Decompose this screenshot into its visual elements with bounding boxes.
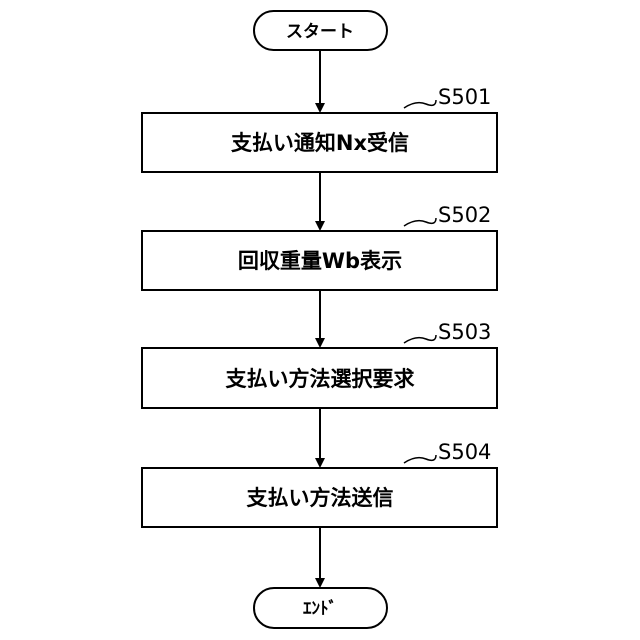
step-s504-id: S504 [438, 440, 491, 464]
step-s502-label: 回収重量Wb表示 [238, 249, 402, 273]
step-s504-leader [404, 455, 436, 463]
step-s501-leader [404, 100, 436, 108]
start-terminal: スタート [254, 11, 387, 50]
step-s504-label: 支払い方法送信 [247, 486, 394, 510]
start-label: スタート [286, 22, 354, 42]
step-s501-id: S501 [438, 85, 491, 109]
step-s503-leader [404, 335, 436, 343]
step-s502-leader [404, 218, 436, 226]
step-s501-label: 支払い通知Nx受信 [231, 131, 409, 155]
step-s503-id: S503 [438, 320, 491, 344]
step-s503-label: 支払い方法選択要求 [226, 367, 415, 391]
end-terminal: ｴﾝﾄﾞ [254, 588, 387, 628]
end-label: ｴﾝﾄﾞ [303, 598, 337, 619]
step-s502-id: S502 [438, 203, 491, 227]
